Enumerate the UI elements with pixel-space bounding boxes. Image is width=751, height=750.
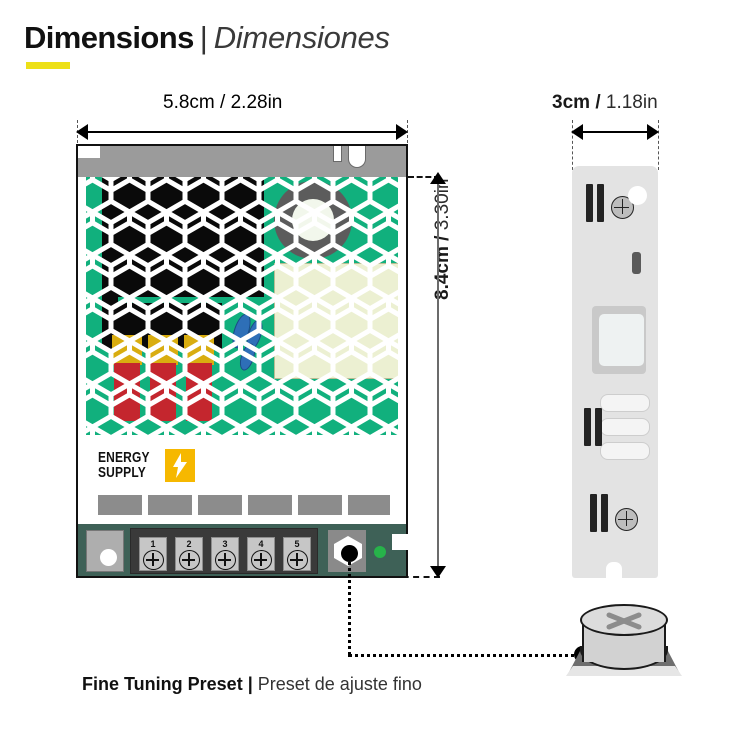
phillips-screw-icon	[286, 550, 308, 570]
terminal-number: 3	[222, 539, 228, 549]
label-bar	[148, 495, 192, 515]
label-bar	[348, 495, 390, 515]
title-separator: |	[199, 20, 208, 55]
callout-label-en: Fine Tuning Preset	[82, 674, 243, 694]
width-slash: /	[220, 92, 226, 113]
width-imperial: 2.28in	[230, 92, 283, 113]
terminal-screw-5[interactable]: 5	[283, 537, 311, 571]
depth-imperial: 1.18in	[605, 92, 658, 113]
logo-line-2: SUPPLY	[98, 463, 146, 481]
height-leader-top	[408, 176, 440, 178]
phillips-screw-icon	[250, 550, 272, 570]
callout-line-vertical	[348, 556, 351, 655]
raised-panel-inner	[599, 314, 644, 366]
side-view-device	[572, 166, 658, 578]
height-imperial: 3.30in	[432, 178, 453, 231]
depth-ext-line-left	[572, 120, 573, 170]
vent-slot-icon	[584, 408, 591, 446]
phillips-screw-icon	[142, 550, 164, 570]
vent-slot-icon	[597, 184, 604, 222]
vent-slot-icon	[590, 494, 597, 532]
phillips-screw-icon	[615, 508, 638, 531]
port-slot-icon	[632, 252, 641, 274]
trimmer-base-edge	[566, 666, 682, 676]
mounting-hole-icon	[628, 186, 647, 205]
height-arrow-top-head	[430, 172, 446, 184]
terminal-number: 4	[258, 539, 264, 549]
height-dimension-label: 8.4cm / 3.30in	[432, 140, 454, 301]
callout-caption: Fine Tuning Preset | Preset de ajuste fi…	[82, 674, 422, 695]
vent-slot-icon	[586, 184, 593, 222]
callout-anchor-dot	[341, 545, 358, 562]
depth-ext-line-right	[658, 120, 659, 170]
logo-line-1: ENERGY	[98, 448, 150, 466]
label-bar	[198, 495, 242, 515]
depth-metric: 3cm	[552, 92, 591, 113]
page-title: Dimensions|Dimensiones	[24, 18, 390, 58]
callout-line-horizontal	[348, 654, 582, 657]
side-slot	[600, 394, 650, 412]
height-slash: /	[432, 235, 453, 241]
height-metric: 8.4cm	[432, 246, 453, 300]
label-bar	[248, 495, 292, 515]
cross-slot-icon	[606, 612, 642, 630]
terminal-screw-4[interactable]: 4	[247, 537, 275, 571]
page-title-es: Dimensiones	[213, 20, 390, 55]
depth-arrow-right-head	[647, 124, 659, 140]
width-arrow-right-head	[396, 124, 408, 140]
height-arrow-bottom-head	[430, 566, 446, 578]
pcb-window	[78, 177, 406, 437]
chassis-right-notch	[392, 534, 408, 550]
terminal-region: 1 2 3 4 5	[78, 524, 408, 576]
brand-logo: ENERGY SUPPLY	[98, 447, 195, 483]
accent-underline	[26, 62, 70, 69]
page-title-en: Dimensions	[24, 20, 194, 55]
mounting-tab-left	[86, 530, 124, 572]
terminal-screw-3[interactable]: 3	[211, 537, 239, 571]
terminal-number: 1	[150, 539, 156, 549]
lightning-bolt-glyph	[172, 452, 187, 478]
label-bar	[98, 495, 142, 515]
width-dimension-label: 5.8cm / 2.28in	[163, 92, 282, 114]
vent-slot-icon	[595, 408, 602, 446]
width-metric: 5.8cm	[163, 92, 215, 113]
callout-label-es: Preset de ajuste fino	[257, 674, 422, 694]
bracket-left-lip	[78, 158, 102, 178]
status-led-icon	[374, 546, 386, 558]
front-view-device: ENERGY SUPPLY 1 2	[76, 144, 408, 578]
hex-grille-overlay	[78, 177, 406, 437]
top-mounting-bracket	[78, 146, 406, 178]
callout-separator: |	[247, 674, 253, 694]
bracket-notch	[333, 146, 342, 162]
lightning-bolt-icon	[164, 448, 195, 482]
phillips-screw-icon	[178, 550, 200, 570]
trimmer-potentiometer-icon	[566, 600, 692, 678]
phillips-screw-icon	[214, 550, 236, 570]
mounting-hole-icon	[100, 549, 117, 566]
side-bottom-notch	[606, 562, 622, 578]
side-slot	[600, 418, 650, 436]
label-area: ENERGY SUPPLY	[78, 435, 406, 526]
phillips-screw-icon	[611, 196, 634, 219]
bracket-keyhole-slot	[348, 146, 366, 168]
terminal-number: 5	[294, 539, 300, 549]
depth-arrow-left-head	[571, 124, 583, 140]
height-arrow-line	[437, 178, 439, 574]
depth-arrow-line	[580, 131, 652, 133]
terminal-number: 2	[186, 539, 192, 549]
depth-dimension-label: 3cm / 1.18in	[552, 92, 658, 114]
terminal-screw-2[interactable]: 2	[175, 537, 203, 571]
width-arrow-line	[84, 131, 400, 133]
width-arrow-left-head	[76, 124, 88, 140]
terminal-screw-1[interactable]: 1	[139, 537, 167, 571]
vent-slot-icon	[601, 494, 608, 532]
terminal-block: 1 2 3 4 5	[130, 528, 318, 574]
side-slot	[600, 442, 650, 460]
depth-slash: /	[595, 92, 601, 113]
label-bar	[298, 495, 342, 515]
